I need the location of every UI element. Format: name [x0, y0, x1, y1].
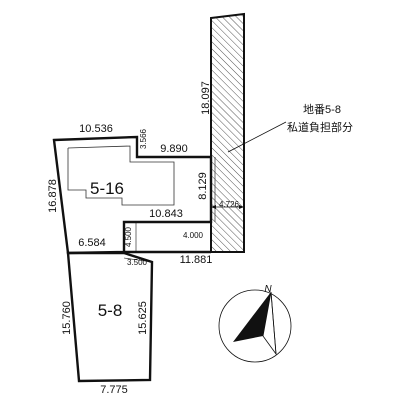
- dim-notch-w: 4.000: [183, 231, 204, 240]
- dim-arrowhead-right: [239, 205, 244, 209]
- dim-inner-top: 10.843: [149, 208, 183, 220]
- dim-bottom-total: 11.881: [180, 254, 213, 266]
- dim-bottom-small: 3.500: [127, 258, 148, 267]
- dim-top-mid: 9.890: [160, 143, 188, 155]
- building-footprint: [67, 145, 175, 206]
- dim-lower-bottom: 7.775: [100, 384, 128, 396]
- note-lot-number: 地番5-8: [303, 103, 341, 116]
- private-road-strip: [210, 12, 245, 253]
- dim-top-left: 10.536: [79, 123, 113, 135]
- dim-left-mid: 6.584: [78, 237, 106, 249]
- note-leader-line: [227, 121, 287, 153]
- dim-notch-h: 4.500: [124, 226, 133, 247]
- compass-north-label: N: [264, 284, 272, 295]
- dim-road-width: 4.726: [219, 200, 240, 209]
- note-private-road: 私道負担部分: [287, 120, 353, 134]
- lot-label-5-8: 5-8: [98, 301, 123, 320]
- dim-step-small: 3.566: [139, 128, 148, 149]
- dim-road-height: 18.097: [200, 81, 212, 115]
- lot-5-8-outline: [66, 251, 154, 383]
- compass-icon: [218, 289, 292, 363]
- dim-left-upper: 16.878: [47, 179, 59, 213]
- dim-arrow-bottom-small: [123, 257, 153, 263]
- lot-label-5-16: 5-16: [90, 179, 124, 198]
- dim-lower-left: 15.760: [61, 301, 73, 335]
- dim-road-lower: 8.129: [197, 172, 209, 200]
- dim-lower-right: 15.625: [137, 301, 149, 335]
